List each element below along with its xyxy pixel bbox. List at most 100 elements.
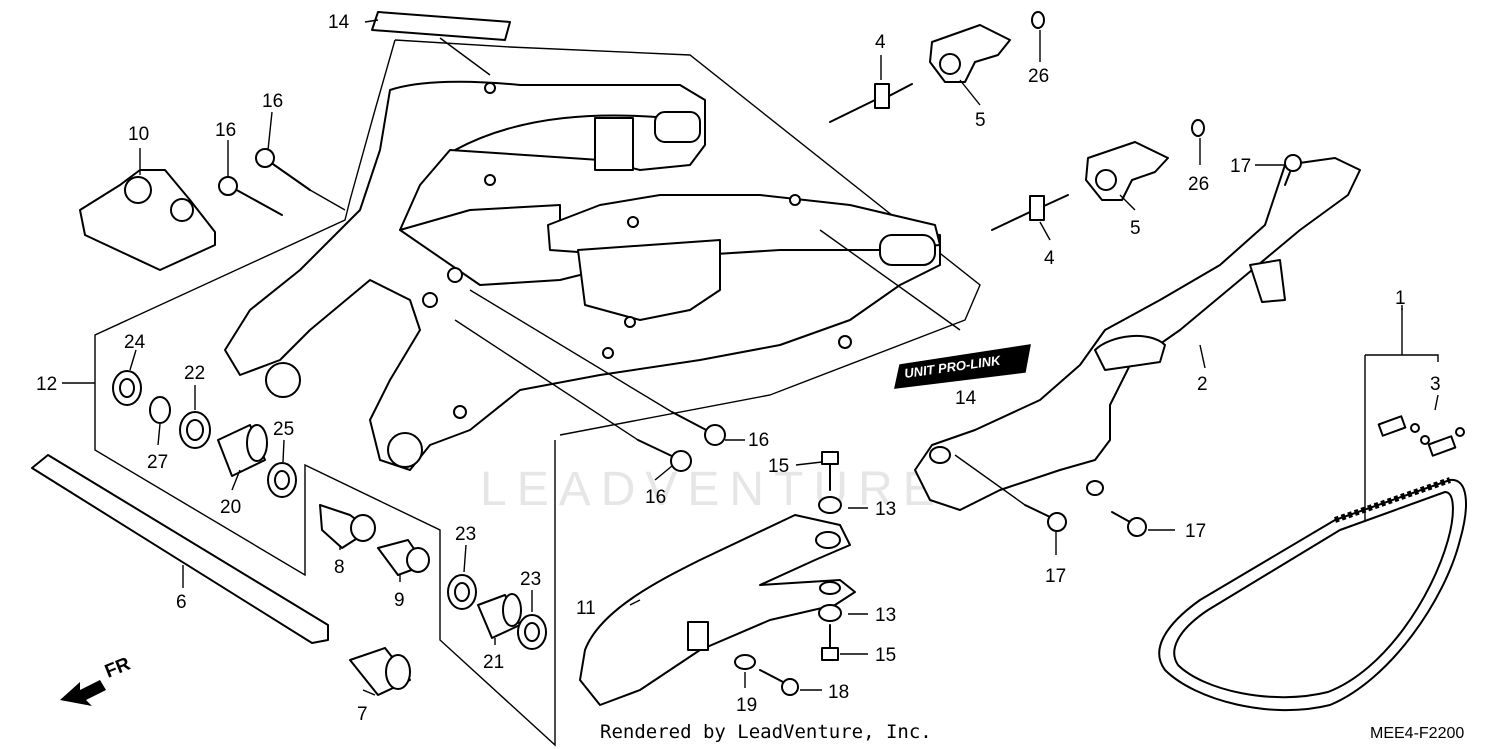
collar-7[interactable] — [349, 647, 411, 696]
bolt-hole — [789, 194, 801, 206]
swingarm-assembly-outline-left — [94, 39, 396, 380]
bolt-shank — [1024, 504, 1051, 518]
callout-24[interactable]: 24 — [124, 332, 146, 353]
callout-2[interactable]: 2 — [1197, 374, 1208, 395]
callout-15-upper[interactable]: 15 — [768, 456, 789, 477]
chain-case[interactable] — [914, 157, 1361, 511]
callout-17-upper[interactable]: 17 — [1230, 156, 1251, 177]
callout-20[interactable]: 20 — [220, 497, 241, 518]
bolt-17-upper[interactable] — [1284, 154, 1302, 186]
callout-18[interactable]: 18 — [828, 682, 849, 703]
drive-chain[interactable] — [1158, 477, 1467, 712]
dust-seal-23-b[interactable] — [517, 614, 547, 650]
collar-13-lower[interactable] — [818, 604, 842, 622]
callout-17-left[interactable]: 17 — [1045, 566, 1066, 587]
callout-5-lower[interactable]: 5 — [1130, 218, 1141, 239]
chain-adjuster-plate — [1085, 141, 1169, 201]
callout-22[interactable]: 22 — [184, 363, 205, 384]
collar-end — [350, 514, 376, 542]
bolt-16-lower-b[interactable] — [637, 439, 692, 472]
leader-line — [654, 465, 673, 481]
bolt-head — [1029, 195, 1045, 221]
bolt-16-upper-b[interactable] — [218, 176, 283, 216]
callout-17-right[interactable]: 17 — [1185, 521, 1206, 542]
callout-5-upper[interactable]: 5 — [975, 110, 986, 131]
adjuster-bolt-4-lower[interactable] — [991, 194, 1069, 231]
swingarm[interactable] — [94, 39, 981, 471]
watermark: LEADVENTURE — [480, 463, 945, 516]
adjuster-bolt-4-upper[interactable] — [829, 83, 913, 123]
bolt-head — [1127, 517, 1147, 537]
decal-plate — [894, 344, 1031, 389]
pivot-axle[interactable] — [31, 454, 329, 644]
bolt-17-right[interactable] — [1111, 511, 1147, 537]
callout-21[interactable]: 21 — [483, 652, 504, 673]
callout-19[interactable]: 19 — [736, 695, 757, 716]
callout-13-lower[interactable]: 13 — [875, 605, 896, 626]
bolt-16-upper-a[interactable] — [255, 148, 311, 191]
washer-19[interactable] — [734, 654, 756, 670]
callout-26-upper[interactable]: 26 — [1028, 66, 1049, 87]
callout-14-upper[interactable]: 14 — [328, 12, 350, 33]
callout-23-a[interactable]: 23 — [455, 524, 476, 545]
callout-15-lower[interactable]: 15 — [875, 645, 896, 666]
bolt-16-lower-a[interactable] — [671, 411, 726, 446]
callout-16-lower-a[interactable]: 16 — [748, 430, 769, 451]
callout-25[interactable]: 25 — [273, 419, 294, 440]
bolt-18[interactable] — [759, 669, 799, 696]
collar-13-upper[interactable] — [818, 496, 842, 514]
callout-26-lower[interactable]: 26 — [1188, 174, 1209, 195]
dust-seal-24[interactable] — [112, 370, 142, 406]
chain-adjuster-5-upper[interactable] — [929, 24, 1011, 83]
pivot-cap-block[interactable] — [79, 169, 216, 271]
callout-9[interactable]: 9 — [394, 590, 405, 611]
bearing-end — [246, 424, 268, 462]
leader-line — [795, 461, 823, 466]
master-link-set[interactable] — [1377, 415, 1465, 457]
lock-clip-26-upper[interactable] — [1031, 11, 1045, 29]
decal-upper[interactable] — [371, 11, 511, 76]
callout-14-lower[interactable]: 14 — [955, 388, 977, 409]
bolt-head — [704, 424, 726, 446]
callout-10[interactable]: 10 — [128, 124, 149, 145]
bolt-15-lower[interactable] — [821, 624, 839, 661]
chain-adjuster-5-lower[interactable] — [1085, 141, 1169, 201]
callout-7[interactable]: 7 — [357, 704, 368, 725]
collar-8[interactable] — [319, 504, 376, 549]
dust-seal-inner — [119, 378, 135, 398]
collar-end — [385, 654, 411, 690]
bolt-17-left[interactable] — [1024, 504, 1067, 532]
callout-16-lower-b[interactable]: 16 — [645, 487, 666, 508]
bolt-head — [874, 83, 890, 109]
callout-8[interactable]: 8 — [334, 557, 345, 578]
collar-9[interactable] — [377, 539, 430, 576]
bolt-head — [821, 451, 839, 465]
callout-27[interactable]: 27 — [147, 452, 168, 473]
bolt-15-upper[interactable] — [821, 451, 839, 491]
bearing-21[interactable] — [477, 593, 522, 639]
callout-23-b[interactable]: 23 — [520, 569, 541, 590]
chain-slider[interactable] — [579, 514, 856, 706]
chain-case-hole — [1086, 480, 1104, 496]
callout-13-upper[interactable]: 13 — [875, 499, 896, 520]
callout-1[interactable]: 1 — [1395, 288, 1406, 309]
bolt-hole — [602, 347, 614, 359]
callout-6[interactable]: 6 — [176, 592, 187, 613]
dust-seal-inner — [454, 582, 470, 602]
callout-16-upper-b[interactable]: 16 — [215, 120, 236, 141]
snap-ring-27[interactable] — [149, 396, 171, 424]
callout-12[interactable]: 12 — [36, 374, 57, 395]
callout-4-upper[interactable]: 4 — [875, 32, 886, 53]
dust-seal-23-a[interactable] — [447, 574, 477, 610]
dust-seal-25[interactable] — [267, 462, 297, 498]
bolt-shank — [829, 99, 876, 123]
lock-clip-26-lower[interactable] — [1191, 119, 1205, 137]
callout-3[interactable]: 3 — [1430, 374, 1441, 395]
callout-11[interactable]: 11 — [576, 598, 596, 619]
needle-bearing-22[interactable] — [179, 411, 211, 449]
callout-16-upper-a[interactable]: 16 — [262, 91, 283, 112]
mount-hole — [422, 292, 438, 308]
bearing-20[interactable] — [217, 424, 268, 477]
callout-4-lower[interactable]: 4 — [1044, 248, 1055, 269]
